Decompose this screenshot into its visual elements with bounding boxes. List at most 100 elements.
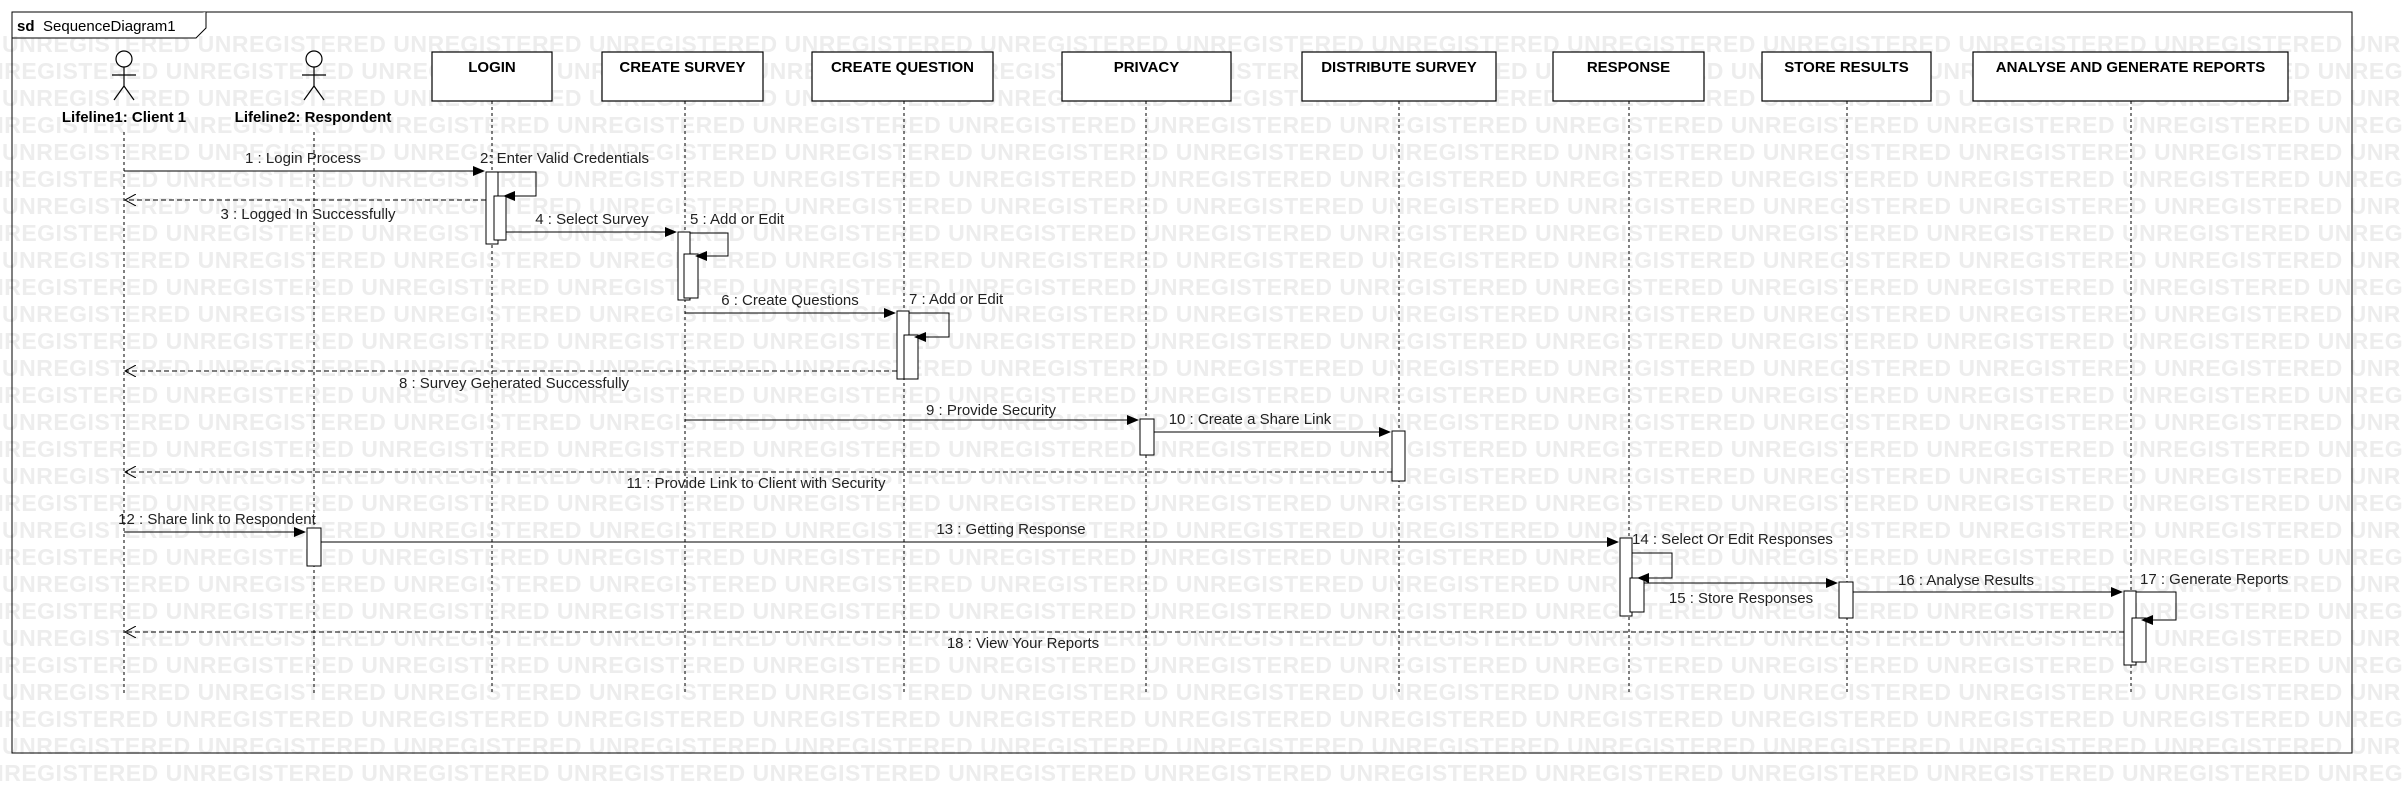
self-message-arrow: [909, 312, 950, 342]
watermark-text: UNREGISTERED UNREGISTERED UNREGISTERED U…: [2, 463, 2402, 489]
watermark-text: UNREGISTERED UNREGISTERED UNREGISTERED U…: [2, 409, 2402, 435]
self-message-arrow: [498, 171, 537, 201]
lifeline-label: LOGIN: [468, 59, 516, 76]
message-label: 4 : Select Survey: [535, 211, 649, 228]
actor-respondent: Lifeline2: Respondent: [235, 50, 392, 694]
watermark-layer: UNREGISTERED UNREGISTERED UNREGISTERED U…: [0, 31, 2402, 786]
activations: [306, 171, 2147, 666]
lifeline-label: STORE RESULTS: [1784, 59, 1908, 76]
lifeline-privacy: PRIVACY: [1061, 51, 1232, 694]
lifeline-label: CREATE SURVEY: [619, 59, 745, 76]
message-label: 10 : Create a Share Link: [1169, 411, 1332, 428]
watermark-text: UNREGISTERED UNREGISTERED UNREGISTERED U…: [0, 274, 2402, 300]
self-message-arrow: [1632, 552, 1673, 583]
message-label: 1 : Login Process: [245, 150, 361, 167]
message-label: 13 : Getting Response: [936, 521, 1085, 538]
actor-leg: [303, 85, 315, 101]
lifeline-label: DISTRIBUTE SURVEY: [1321, 59, 1477, 76]
frame-border: [11, 11, 2353, 754]
watermark-text: UNREGISTERED UNREGISTERED UNREGISTERED U…: [0, 220, 2402, 246]
activation-bar: [1629, 577, 1645, 613]
message-label: 7 : Add or Edit: [909, 291, 1004, 308]
watermark-text: UNREGISTERED UNREGISTERED UNREGISTERED U…: [2, 733, 2402, 759]
lifeline-label: RESPONSE: [1587, 59, 1670, 76]
lifeline-box: [1301, 51, 1497, 102]
watermark-text: UNREGISTERED UNREGISTERED UNREGISTERED U…: [2, 247, 2402, 273]
message-label: 16 : Analyse Results: [1898, 572, 2034, 589]
actor-client: Lifeline1: Client 1: [62, 50, 186, 694]
message-label: 2: Enter Valid Credentials: [480, 150, 649, 167]
lifeline-box: [431, 51, 553, 102]
watermark-text: UNREGISTERED UNREGISTERED UNREGISTERED U…: [2, 517, 2402, 543]
message-label: 11 : Provide Link to Client with Securit…: [626, 475, 886, 492]
actor-label: Lifeline2: Respondent: [235, 109, 392, 126]
lifeline-label: PRIVACY: [1114, 59, 1180, 76]
lifeline-analyse: ANALYSE AND GENERATE REPORTS: [1972, 51, 2289, 694]
watermark-text: UNREGISTERED UNREGISTERED UNREGISTERED U…: [0, 652, 2402, 678]
activation-bar: [2131, 617, 2147, 663]
message-label: 6 : Create Questions: [721, 292, 859, 309]
lifeline-box: [1552, 51, 1705, 102]
watermark-text: UNREGISTERED UNREGISTERED UNREGISTERED U…: [0, 382, 2402, 408]
message-label: 8 : Survey Generated Successfully: [399, 375, 630, 392]
messages: 1 : Login Process 2: Enter Valid Credenti…: [118, 150, 2288, 652]
activation-bar: [683, 253, 699, 299]
watermark-text: UNREGISTERED UNREGISTERED UNREGISTERED U…: [0, 490, 2402, 516]
message-label: 17 : Generate Reports: [2140, 571, 2288, 588]
activation-bar: [1391, 430, 1406, 482]
actor-head: [305, 50, 323, 68]
self-message-arrow: [690, 232, 729, 261]
lifeline-box: [1761, 51, 1932, 102]
frame-title: SequenceDiagram1: [43, 18, 176, 35]
activation-bar: [903, 334, 919, 380]
watermark-text: UNREGISTERED UNREGISTERED UNREGISTERED U…: [0, 544, 2402, 570]
watermark-text: UNREGISTERED UNREGISTERED UNREGISTERED U…: [0, 112, 2402, 138]
watermark-text: UNREGISTERED UNREGISTERED UNREGISTERED U…: [2, 301, 2402, 327]
lifeline-distribute: DISTRIBUTE SURVEY: [1301, 51, 1497, 694]
activation-bar: [1619, 537, 1633, 617]
activation-bar: [306, 527, 322, 567]
watermark-text: UNREGISTERED UNREGISTERED UNREGISTERED U…: [2, 139, 2402, 165]
lifeline-label: CREATE QUESTION: [831, 59, 974, 76]
watermark-text: UNREGISTERED UNREGISTERED UNREGISTERED U…: [2, 193, 2402, 219]
message-label: 3 : Logged In Successfully: [220, 206, 396, 223]
watermark-text: UNREGISTERED UNREGISTERED UNREGISTERED U…: [2, 679, 2402, 705]
actor-label: Lifeline1: Client 1: [62, 109, 186, 126]
message-label: 15 : Store Responses: [1669, 590, 1813, 607]
lifeline-box: [601, 51, 764, 102]
lifeline-label: ANALYSE AND GENERATE REPORTS: [1996, 59, 2265, 76]
watermark-text: UNREGISTERED UNREGISTERED UNREGISTERED U…: [2, 355, 2402, 381]
actor-head: [115, 50, 133, 68]
message-label: 14 : Select Or Edit Responses: [1632, 531, 1833, 548]
lifeline-box: [811, 51, 994, 102]
message-label: 18 : View Your Reports: [947, 635, 1099, 652]
watermark-text: UNREGISTERED UNREGISTERED UNREGISTERED U…: [0, 436, 2402, 462]
activation-bar: [493, 195, 507, 241]
lifelines: Lifeline1: Client 1 Lifeline2: Respondent…: [62, 50, 2289, 694]
watermark-text: UNREGISTERED UNREGISTERED UNREGISTERED U…: [2, 625, 2402, 651]
actor-leg: [123, 85, 135, 101]
message-label: 12 : Share link to Respondent: [118, 511, 316, 528]
self-message-arrow: [2136, 591, 2177, 625]
actor-leg: [313, 85, 325, 101]
lifeline-survey: CREATE SURVEY: [601, 51, 764, 694]
message-label: 5 : Add or Edit: [690, 211, 785, 228]
lifeline-question: CREATE QUESTION: [811, 51, 994, 694]
activation-bar: [1838, 581, 1854, 619]
lifeline-box: [1972, 51, 2289, 102]
actor-leg: [113, 85, 125, 101]
watermark-text: UNREGISTERED UNREGISTERED UNREGISTERED U…: [2, 571, 2402, 597]
activation-bar: [1139, 418, 1155, 456]
watermark-text: UNREGISTERED UNREGISTERED UNREGISTERED U…: [0, 760, 2402, 786]
frame: sd SequenceDiagram1: [11, 11, 2353, 754]
watermark-text: UNREGISTERED UNREGISTERED UNREGISTERED U…: [0, 166, 2402, 192]
watermark-text: UNREGISTERED UNREGISTERED UNREGISTERED U…: [0, 598, 2402, 624]
message-label: 9 : Provide Security: [926, 402, 1057, 419]
frame-keyword: sd: [17, 18, 35, 35]
lifeline-response: RESPONSE: [1552, 51, 1705, 694]
watermark-text: UNREGISTERED UNREGISTERED UNREGISTERED U…: [0, 706, 2402, 732]
frame-tab: [12, 12, 207, 39]
lifeline-login: LOGIN: [431, 51, 553, 694]
watermark-text: UNREGISTERED UNREGISTERED UNREGISTERED U…: [0, 328, 2402, 354]
